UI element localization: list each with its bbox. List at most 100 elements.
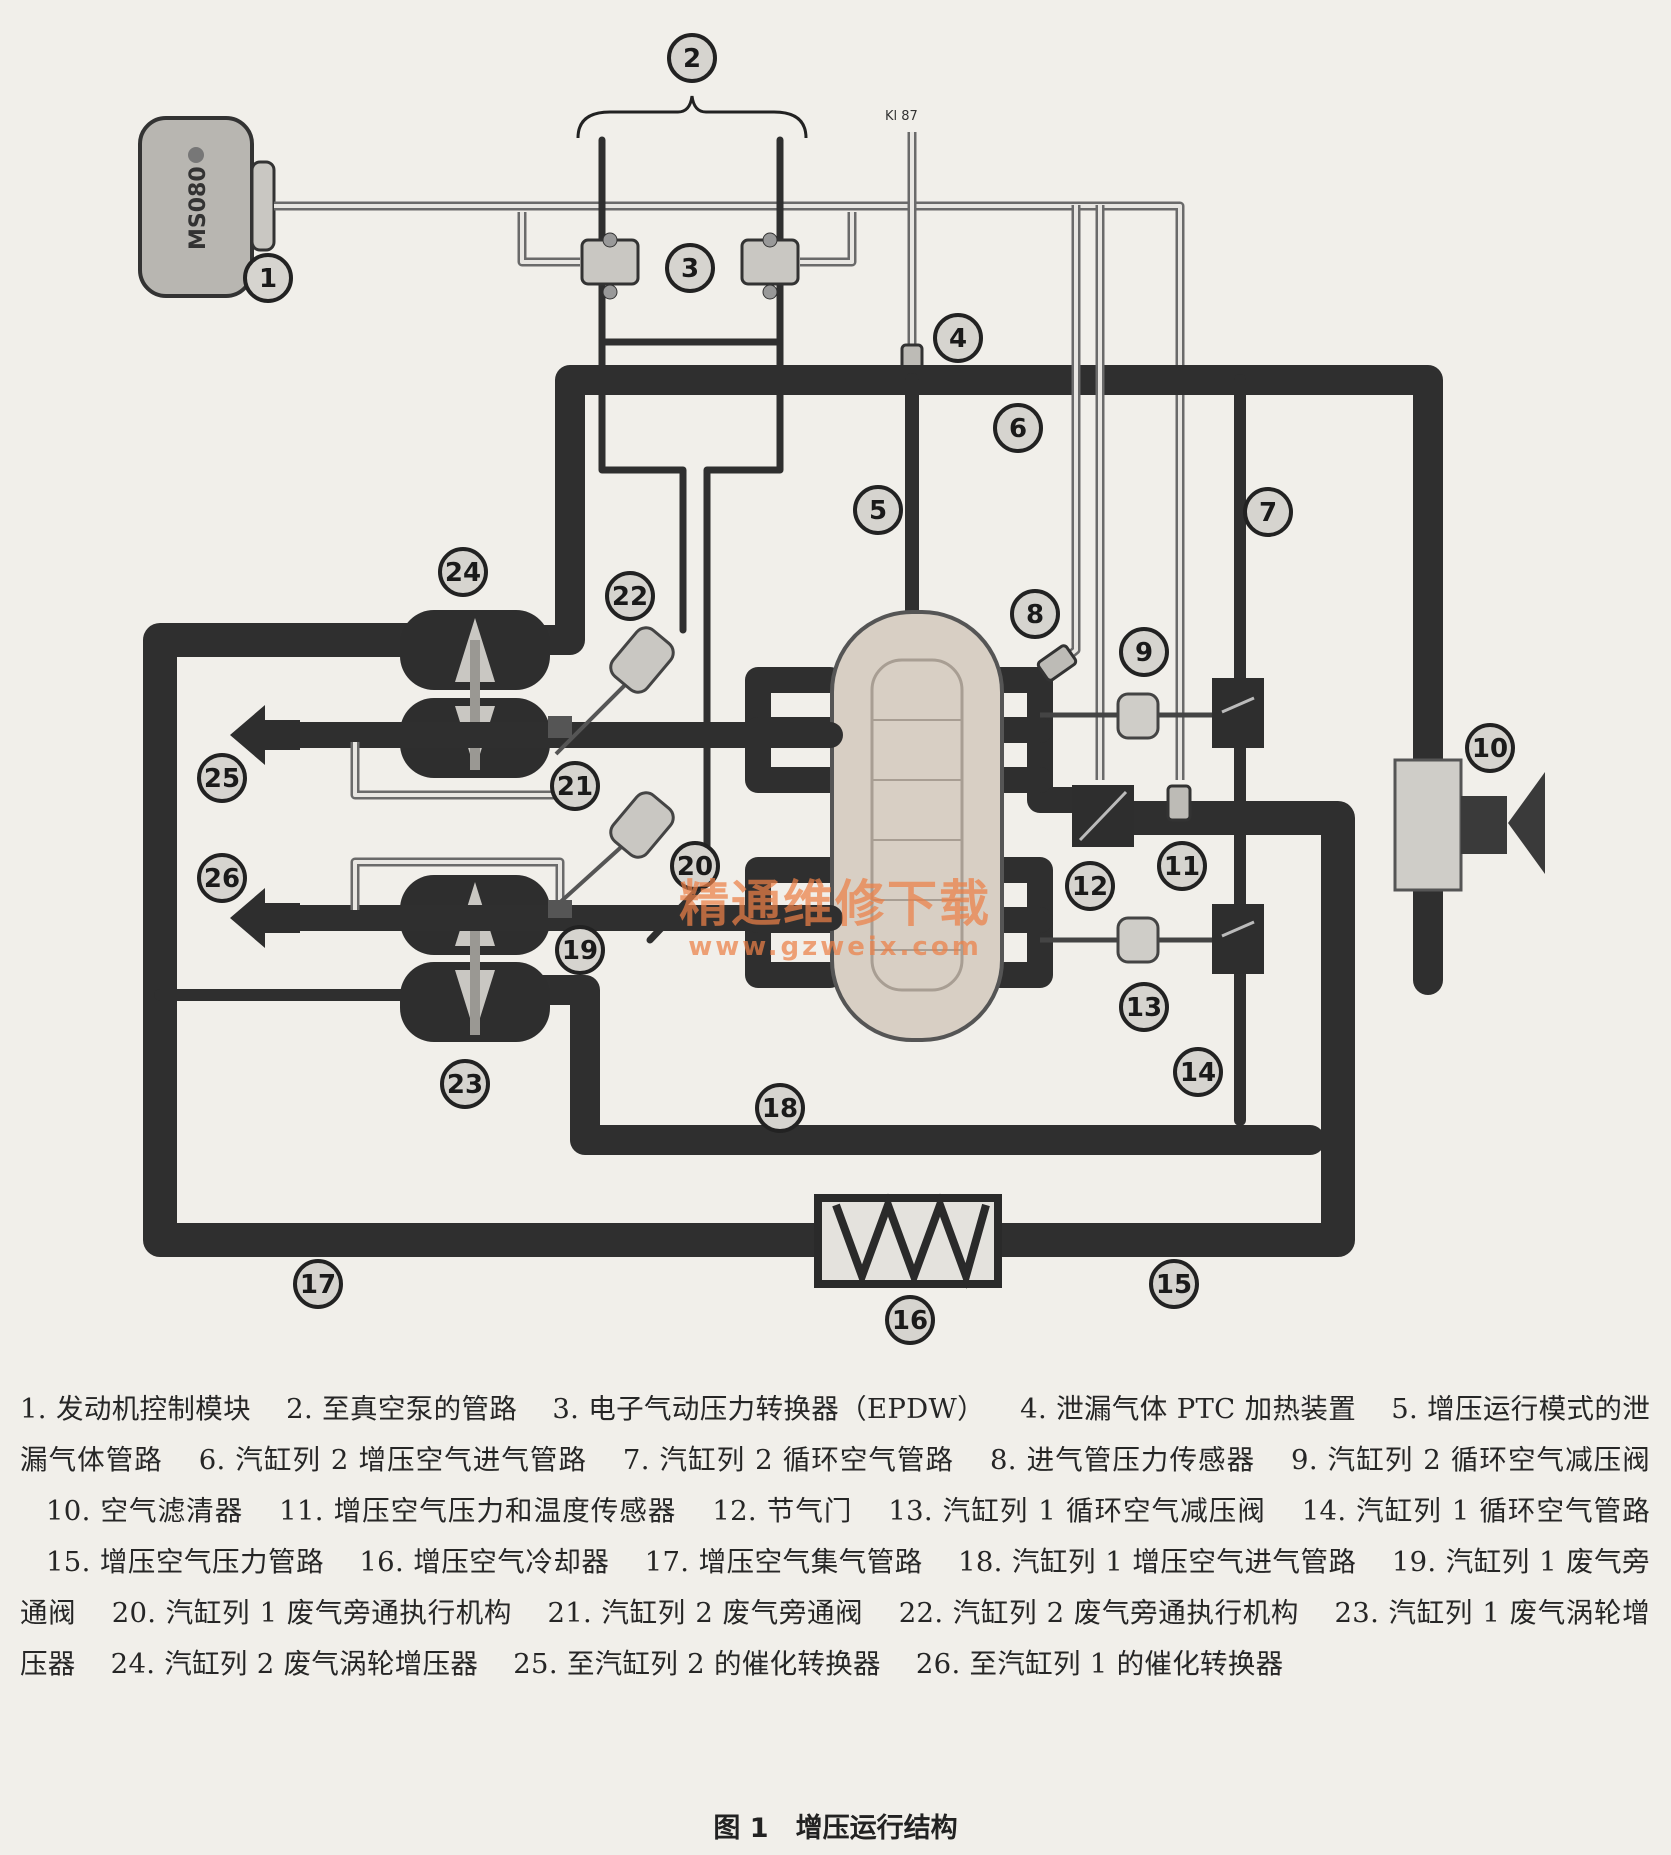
callout-13: 13 — [1119, 982, 1169, 1032]
wastegate-actuator-bank2 — [548, 626, 675, 756]
watermark: 精通维修下载 www.gzweix.com — [660, 876, 1010, 962]
callout-number: 4 — [949, 324, 967, 354]
callout-number: 6 — [1009, 414, 1027, 444]
callout-circle — [885, 1295, 935, 1345]
callout-number: 10 — [1472, 734, 1508, 764]
callout-24: 24 — [438, 547, 488, 597]
callout-circle — [197, 853, 247, 903]
legend-item: 26. 至汽缸列 1 的催化转换器 — [915, 1648, 1284, 1680]
callout-number: 9 — [1135, 638, 1153, 668]
legend-item: 2. 至真空泵的管路 — [286, 1393, 518, 1425]
callout-3: 3 — [665, 243, 715, 293]
legend-item: 17. 增压空气集气管路 — [644, 1546, 923, 1578]
callout-25: 25 — [197, 753, 247, 803]
callout-circle — [1243, 487, 1293, 537]
callout-circle — [1119, 627, 1169, 677]
callout-number: 14 — [1180, 1058, 1216, 1088]
legend-item: 5. 增压运行模式的泄漏气体管路 — [20, 1393, 1651, 1476]
ecu-label: MS080 — [186, 166, 211, 250]
intercooler — [814, 1193, 1002, 1289]
legend-item: 19. 汽缸列 1 废气旁通阀 — [20, 1546, 1650, 1629]
throttle-body — [1072, 785, 1134, 847]
callout-8: 8 — [1010, 589, 1060, 639]
callout-6: 6 — [993, 403, 1043, 453]
callout-number: 15 — [1156, 1270, 1192, 1300]
callout-15: 15 — [1149, 1259, 1199, 1309]
callout-7: 7 — [1243, 487, 1293, 537]
callout-12: 12 — [1065, 861, 1115, 911]
legend-item: 21. 汽缸列 2 废气旁通阀 — [547, 1597, 864, 1629]
callout-4: 4 — [933, 313, 983, 363]
callout-1: 1 — [243, 253, 293, 303]
callout-number: 18 — [762, 1094, 798, 1124]
watermark-url: www.gzweix.com — [688, 932, 982, 962]
callout-number: 7 — [1259, 498, 1277, 528]
callout-number: 3 — [681, 254, 699, 284]
legend-item: 8. 进气管压力传感器 — [989, 1444, 1256, 1476]
callout-number: 11 — [1164, 852, 1200, 882]
callout-number: 26 — [204, 864, 240, 894]
legend-item: 12. 节气门 — [712, 1495, 853, 1527]
callout-number: 21 — [557, 772, 593, 802]
recirc-valve-bank1 — [1040, 904, 1264, 974]
watermark-text: 精通维修下载 — [679, 875, 991, 933]
callout-number: 25 — [204, 764, 240, 794]
callout-number: 13 — [1126, 993, 1162, 1023]
callout-circle — [667, 33, 717, 83]
callout-21: 21 — [550, 761, 600, 811]
legend-item: 14. 汽缸列 1 循环空气管路 — [1301, 1495, 1651, 1527]
callout-number: 19 — [562, 936, 598, 966]
legend-item: 15. 增压空气压力管路 — [46, 1546, 325, 1578]
wastegate-actuator-bank1 — [548, 791, 675, 918]
callout-circle — [1149, 1259, 1199, 1309]
legend-item: 4. 泄漏气体 PTC 加热装置 — [1020, 1393, 1357, 1425]
callout-number: 12 — [1072, 872, 1108, 902]
legend-item: 25. 至汽缸列 2 的催化转换器 — [513, 1648, 881, 1680]
callout-22: 22 — [605, 571, 655, 621]
callout-circle — [1010, 589, 1060, 639]
callout-circle — [993, 403, 1043, 453]
callout-circle — [1119, 982, 1169, 1032]
legend-item: 3. 电子气动压力转换器（EPDW） — [552, 1393, 986, 1425]
legend-item: 1. 发动机控制模块 — [20, 1393, 252, 1425]
legend-item: 10. 空气滤清器 — [46, 1495, 244, 1527]
legend: 1. 发动机控制模块 2. 至真空泵的管路 3. 电子气动压力转换器（EPDW）… — [20, 1384, 1650, 1690]
recirc-valve-bank2 — [1040, 678, 1264, 748]
legend-item: 11. 增压空气压力和温度传感器 — [279, 1495, 677, 1527]
turbocharger-bank1 — [400, 875, 550, 1042]
legend-item: 6. 汽缸列 2 增压空气进气管路 — [198, 1444, 588, 1476]
legend-item: 18. 汽缸列 1 增压空气进气管路 — [958, 1546, 1357, 1578]
epdw-valve-left — [580, 232, 640, 300]
callout-circle — [243, 253, 293, 303]
boost-system-diagram: MS080 Kl 87 — [138, 33, 1545, 1345]
exhaust-arrow-bank2 — [230, 705, 300, 765]
legend-item: 22. 汽缸列 2 废气旁通执行机构 — [898, 1597, 1300, 1629]
callout-circle — [550, 761, 600, 811]
legend-item: 20. 汽缸列 1 废气旁通执行机构 — [111, 1597, 513, 1629]
intake-manifold-pressure-sensor — [1036, 644, 1078, 682]
callout-circle — [1157, 841, 1207, 891]
callout-number: 20 — [677, 852, 713, 882]
terminal-label: Kl 87 — [885, 109, 918, 124]
callout-number: 22 — [612, 582, 648, 612]
callout-circle — [440, 1059, 490, 1109]
air-filter — [1393, 758, 1545, 892]
callout-number: 16 — [892, 1306, 928, 1336]
callout-circle — [1465, 723, 1515, 773]
callout-circle — [555, 925, 605, 975]
callout-14: 14 — [1173, 1047, 1223, 1097]
callout-18: 18 — [755, 1083, 805, 1133]
callout-number: 24 — [445, 558, 481, 588]
figure-caption: 图 1 增压运行结构 — [713, 1813, 958, 1844]
boost-pressure-temp-sensor — [1166, 784, 1192, 822]
callout-circle — [605, 571, 655, 621]
callout-2: 2 — [667, 33, 717, 83]
turbocharger-bank2 — [400, 610, 550, 778]
callout-19: 19 — [555, 925, 605, 975]
callout-circle — [665, 243, 715, 293]
legend-item: 24. 汽缸列 2 废气涡轮增压器 — [110, 1648, 479, 1680]
callout-number: 17 — [300, 1270, 336, 1300]
legend-item: 13. 汽缸列 1 循环空气减压阀 — [888, 1495, 1266, 1527]
callout-26: 26 — [197, 853, 247, 903]
exhaust-arrow-bank1 — [230, 888, 300, 948]
